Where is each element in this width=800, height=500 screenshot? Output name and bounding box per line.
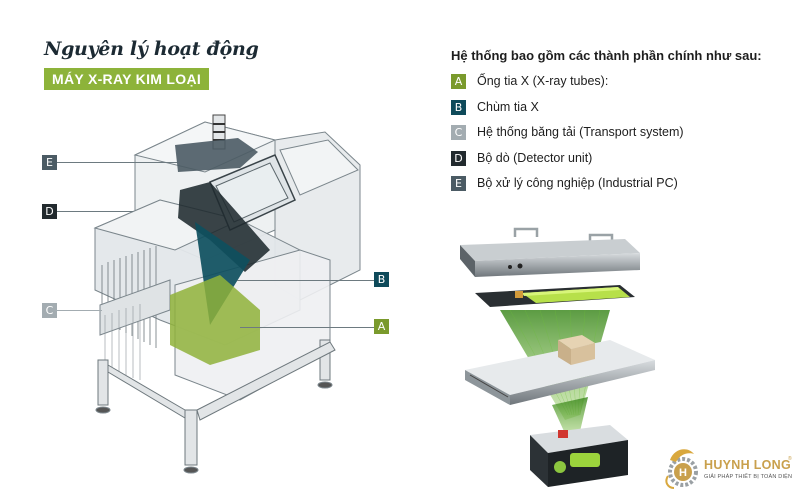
legend-badge-d: D [451,150,466,166]
xray-tube-part [475,285,635,307]
legend-label-b: Chùm tia X [477,99,539,114]
detector-zone [178,182,270,272]
callout-badge-c: C [42,303,57,318]
legend-label-c: Hệ thống băng tải (Transport system) [477,125,684,139]
legend-item-b: B Chùm tia X [451,99,771,126]
logo-tagline: GIẢI PHÁP THIẾT BỊ TOÀN DIỆN [704,474,793,480]
legend-item-c: C Hệ thống băng tải (Transport system) [451,125,771,151]
page-subtitle: MÁY X-RAY KIM LOẠI [44,68,210,90]
legend-item-a: A Ống tia X (X-ray tubes): [451,74,771,100]
callout-line-e [57,162,177,163]
legend-list: A Ống tia X (X-ray tubes): B Chùm tia X … [451,74,771,202]
callout-badge-a: A [374,319,389,334]
logo-registered-mark: ® [788,456,792,462]
callout-line-b [237,280,375,281]
legend-label-d: Bộ dò (Detector unit) [477,150,593,165]
detector-unit-part [460,227,640,277]
callout-badge-e: E [42,155,57,170]
xray-machine-illustration [93,114,361,474]
xray-generator-part [530,425,628,487]
industrial-pc-zone [175,138,258,172]
logo-name: HUYNH LONG [704,458,792,472]
dragon-gear-icon: H [665,449,698,489]
callout-badge-d: D [42,204,57,219]
callout-line-c [57,310,102,311]
page-title: Nguyên lý hoạt động [44,38,259,60]
legend-item-e: E Bộ xử lý công nghiệp (Industrial PC) [451,176,771,202]
callout-badge-b: B [374,272,389,287]
legend-heading: Hệ thống bao gồm các thành phần chính nh… [451,48,762,63]
legend-badge-b: B [451,99,466,115]
callout-line-d [57,211,133,212]
legend-item-d: D Bộ dò (Detector unit) [451,150,771,177]
logo-monogram: H [679,467,687,479]
legend-label-a: Ống tia X (X-ray tubes): [477,74,609,88]
callout-line-a [240,327,375,328]
legend-label-e: Bộ xử lý công nghiệp (Industrial PC) [477,176,678,190]
inspected-product [558,335,595,365]
exploded-components-illustration [460,227,655,487]
brand-logo: H HUYNH LONG ® GIẢI PHÁP THIẾT BỊ TOÀN D… [664,446,794,490]
legend-badge-a: A [451,74,466,89]
transport-system-part [465,340,655,405]
xray-tube-zone [170,275,260,365]
legend-badge-c: C [451,125,466,140]
legend-badge-e: E [451,176,466,191]
